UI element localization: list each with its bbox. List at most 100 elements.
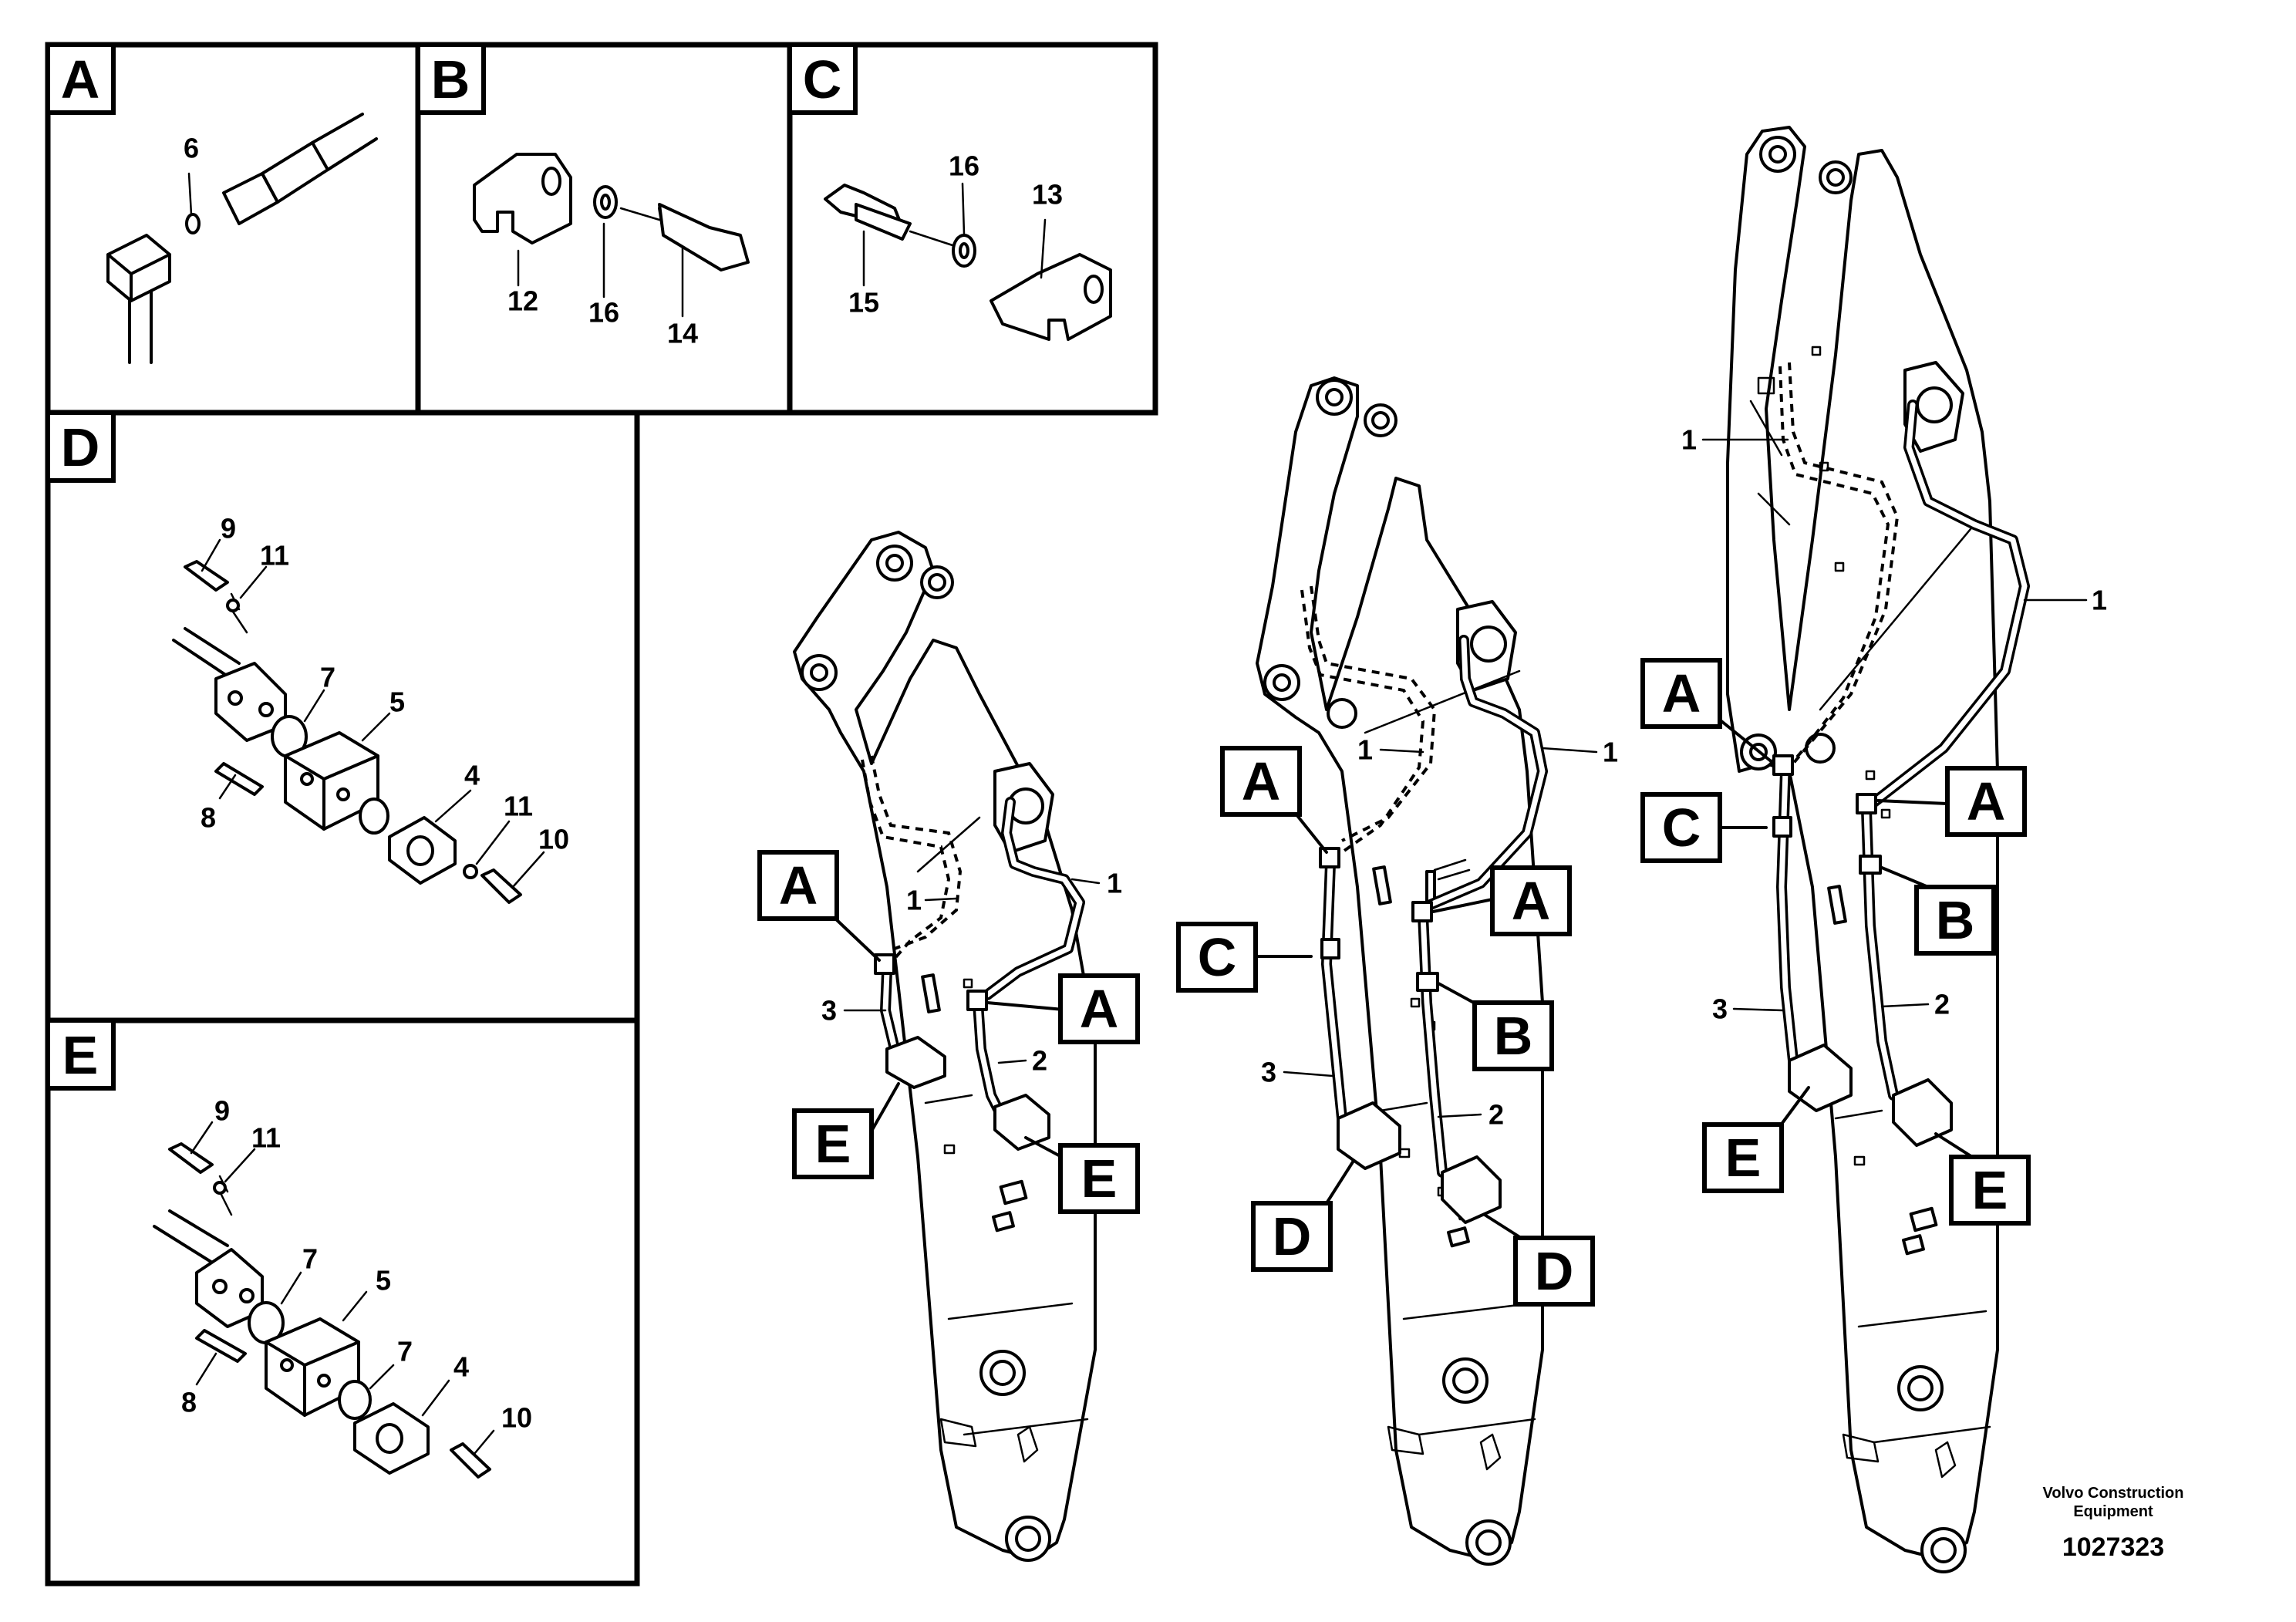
boom-3-part-1a: 1 — [1681, 424, 1697, 456]
boom-2-callout-d2: D — [1513, 1236, 1595, 1307]
boom-1-callout-a1: A — [757, 850, 839, 921]
svg-text:A: A — [1512, 871, 1551, 931]
boom-3: A C A B E E 1 1 2 3 — [1640, 126, 2107, 1573]
part-number-8e: 8 — [181, 1387, 197, 1418]
part-number-4: 4 — [464, 760, 480, 791]
detail-a-drawing: 6 — [106, 113, 378, 364]
o-ring-6 — [185, 213, 201, 234]
part-number-16c: 16 — [949, 150, 979, 182]
detail-panels: A B C D E — [45, 42, 1158, 1587]
boom-2-pin-hole-c — [1364, 403, 1397, 437]
part-number-11b: 11 — [504, 791, 533, 822]
svg-text:E: E — [62, 1025, 99, 1085]
boom-1-fitting-a2 — [966, 990, 988, 1011]
boom-3-hose-1-dashed — [1788, 362, 1900, 765]
boom-3-pin-hole-c — [1819, 160, 1853, 194]
boom-2-fitting-a1 — [1319, 847, 1340, 868]
svg-text:E: E — [1081, 1148, 1118, 1209]
boom-1-structure — [793, 531, 1097, 1562]
part-number-7e-b: 7 — [397, 1336, 413, 1367]
svg-text:E: E — [1725, 1128, 1762, 1188]
boom-1-callout-e1: E — [792, 1108, 874, 1179]
boom-3-callout-c: C — [1640, 792, 1722, 863]
part-number-14: 14 — [667, 318, 698, 349]
detail-e-drawing: 9 11 7 5 7 4 10 8 — [153, 1095, 532, 1479]
part-number-7e-a: 7 — [302, 1243, 318, 1275]
boom-3-outline — [1726, 126, 1999, 1560]
boom-2-callout-b: B — [1472, 1000, 1554, 1071]
svg-text:B: B — [1936, 890, 1975, 950]
svg-text:A: A — [61, 49, 100, 110]
boom-2-pin-hole-a — [1263, 664, 1300, 701]
boom-3-fitting-a1 — [1772, 754, 1794, 776]
svg-text:A: A — [1080, 979, 1119, 1039]
screw-10 — [480, 868, 522, 904]
part-number-7: 7 — [320, 662, 335, 693]
svg-text:C: C — [1662, 798, 1701, 858]
part-number-10e: 10 — [501, 1402, 532, 1434]
boom-2-part-3: 3 — [1261, 1057, 1276, 1088]
detail-c-drawing: 16 13 15 — [824, 150, 1112, 341]
boom-2-callout-a1: A — [1220, 746, 1302, 817]
part-number-12: 12 — [507, 285, 538, 317]
part-number-9: 9 — [221, 513, 236, 545]
boom-3-fitting-a2 — [1856, 793, 1877, 814]
boom-2-structure — [1256, 376, 1544, 1566]
boom-1-callout-e2: E — [1058, 1143, 1140, 1214]
svg-text:E: E — [815, 1114, 851, 1174]
boom-2-part-1b: 1 — [1603, 737, 1618, 768]
boom-2-base-pin — [1465, 1519, 1512, 1566]
part-number-5e: 5 — [376, 1265, 391, 1297]
boom-2-callout-d1: D — [1251, 1201, 1333, 1272]
boom-2-clamp-b — [1416, 972, 1439, 992]
boom-3-part-1b: 1 — [2092, 585, 2107, 616]
boom-1-outline — [793, 531, 1097, 1560]
part-number-16: 16 — [588, 297, 619, 329]
svg-text:A: A — [1967, 771, 2006, 831]
svg-text:D: D — [1273, 1206, 1312, 1266]
clamp-13 — [990, 253, 1112, 341]
boom-3-callout-e2: E — [1949, 1155, 2031, 1226]
boom-2-valve-d1 — [1337, 1101, 1401, 1170]
svg-text:C: C — [803, 49, 842, 110]
svg-text:E: E — [1972, 1160, 2008, 1220]
footer: Volvo Construction Equipment 1027323 — [2043, 1485, 2184, 1562]
boom-3-clamp-c — [1772, 816, 1792, 838]
part-number-6: 6 — [184, 133, 199, 164]
boom-3-part-2: 2 — [1934, 989, 1950, 1020]
part-number-13: 13 — [1032, 179, 1063, 211]
panel-tag-e: E — [46, 1018, 116, 1091]
part-number-15: 15 — [848, 287, 879, 319]
svg-text:B: B — [1494, 1006, 1533, 1066]
bolt-14 — [658, 203, 750, 271]
panel-tag-a: A — [46, 42, 116, 115]
boom-1-pin-hole-c — [920, 565, 954, 599]
svg-text:A: A — [779, 855, 818, 916]
clamp-12 — [473, 153, 572, 244]
boom-1: A A E E 1 1 2 3 — [757, 531, 1140, 1562]
document-number: 1027323 — [2062, 1533, 2164, 1562]
part-number-11a: 11 — [260, 540, 289, 572]
boom-3-callout-e1: E — [1702, 1122, 1784, 1193]
boom-3-cylinder-mount — [1903, 361, 1964, 453]
screw-9 — [184, 560, 229, 592]
brand-line-1: Volvo Construction — [2043, 1485, 2184, 1502]
boom-2-pin-hole-b — [1316, 379, 1353, 416]
part-number-4e: 4 — [453, 1351, 469, 1383]
boom-3-base-pin — [1920, 1527, 1967, 1573]
boom-1-part-2: 2 — [1032, 1045, 1047, 1077]
part-number-8: 8 — [201, 802, 216, 834]
boom-3-foot-pin — [1897, 1365, 1944, 1411]
boom-1-pin-hole-a — [801, 654, 838, 691]
boom-2-part-2: 2 — [1489, 1099, 1504, 1131]
brand-line-2: Equipment — [2073, 1503, 2153, 1520]
boom-1-part-1a: 1 — [906, 885, 922, 916]
detail-b-drawing: 12 16 14 — [473, 153, 750, 349]
boom-2-hose-1-dashed — [1310, 585, 1437, 842]
boom-1-hose-1-dashed — [870, 755, 963, 950]
boom-2-callout-a2: A — [1490, 865, 1572, 936]
svg-text:C: C — [1198, 927, 1237, 987]
boom-2: A C A B D D 1 1 2 3 — [1176, 376, 1618, 1566]
panel-tag-b: B — [416, 42, 486, 115]
